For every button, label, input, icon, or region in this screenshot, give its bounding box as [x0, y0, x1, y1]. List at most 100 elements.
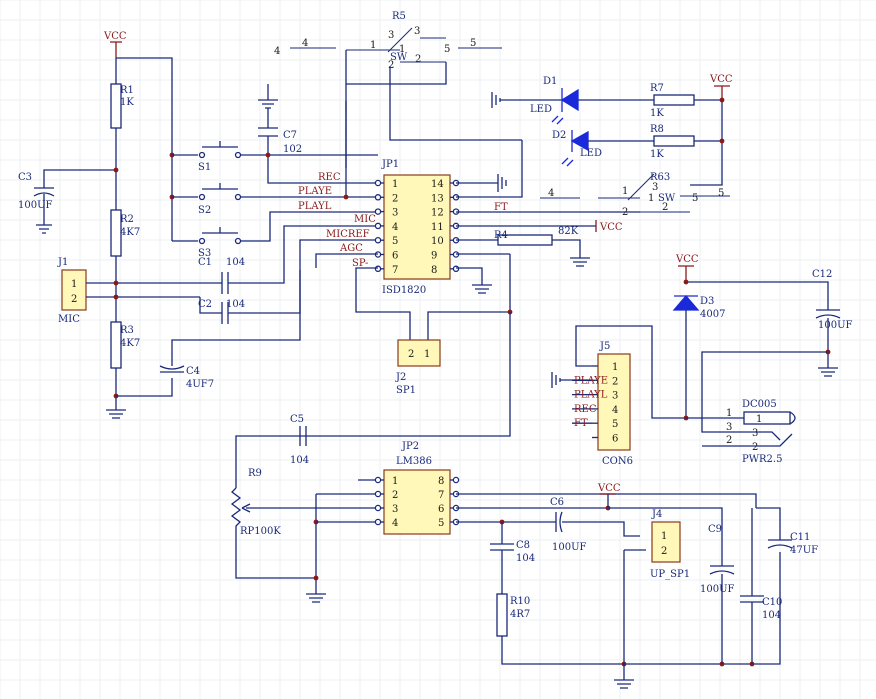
- j1-value: MIC: [58, 314, 80, 325]
- dc-pin-2: 2: [726, 435, 732, 446]
- vcc-label-d3: VCC: [675, 254, 699, 265]
- j5-value: CON6: [602, 456, 633, 467]
- jp1-right-pin: 13: [431, 193, 444, 204]
- c6-designator: C6: [550, 497, 564, 508]
- jp1-right-pin: 10: [431, 236, 444, 247]
- dc-pin-2b: 2: [752, 442, 758, 453]
- r5-pin-5b: 5: [470, 38, 476, 49]
- jp2-left-pin: 2: [392, 490, 398, 501]
- vcc-label-jp1: VCC: [599, 222, 623, 233]
- jp2-value: LM386: [396, 456, 432, 467]
- r5-pin-2b: 2: [415, 54, 421, 65]
- c6-value: 100UF: [552, 542, 587, 553]
- r6-pin-2: 2: [622, 207, 628, 218]
- r5-left-num: 4: [274, 46, 280, 57]
- j4-pin-2: 2: [661, 546, 667, 557]
- d1-light-arrows: [551, 115, 564, 125]
- jp2-designator: JP2: [401, 441, 419, 452]
- jp1-left-pin: 7: [392, 265, 398, 276]
- r8-value: 1K: [650, 149, 664, 160]
- s2-label: S2: [198, 205, 211, 216]
- selector-switch-r5: R5 4 4 1 3 3 1 2 2 5 5 SW: [274, 11, 522, 200]
- net-playe: PLAYE: [298, 186, 332, 197]
- c10-value: 104: [762, 610, 781, 621]
- c5-value: 104: [290, 455, 309, 466]
- c11-designator: C11: [790, 532, 810, 543]
- c2-designator: C2: [198, 299, 212, 310]
- s3-label: S3: [198, 248, 211, 259]
- power-input-section: VCC D3 4007 C12 100UF J5 CON6 123456PLAY…: [551, 254, 853, 467]
- r8-designator: R8: [650, 124, 664, 135]
- dc-pin-3b: 3: [752, 428, 758, 439]
- vcc-symbol: [110, 41, 122, 58]
- jp1-body: [383, 174, 451, 280]
- d2-light-arrows: [561, 157, 574, 167]
- c8-value: 104: [516, 553, 535, 564]
- d3-designator: D3: [700, 296, 714, 307]
- jp1-right-pin: 8: [431, 265, 437, 276]
- d2-designator: D2: [552, 130, 566, 141]
- jp2-right-pin: 5: [438, 518, 444, 529]
- j4-designator: J4: [651, 509, 662, 520]
- jp1-left-pin: 3: [392, 208, 398, 219]
- r6-pin-1: 1: [622, 186, 628, 197]
- r3-value: 4K7: [120, 338, 140, 349]
- r4-value: 82K: [558, 226, 579, 237]
- resistor-r8: [653, 135, 695, 147]
- jp2-body: [383, 469, 451, 535]
- r5-pin-5: 5: [444, 44, 450, 55]
- r6-pin-5: 5: [692, 193, 698, 204]
- c5-designator: C5: [290, 414, 304, 425]
- c3-designator: C3: [18, 172, 32, 183]
- d1-designator: D1: [543, 76, 557, 87]
- speaker-connector-j4: [651, 521, 681, 563]
- j2-pin-1: 1: [424, 349, 430, 360]
- j4-value: UP_SP1: [650, 569, 690, 580]
- j5-pin: 5: [612, 419, 618, 430]
- jp1-left-pin: 1: [392, 179, 398, 190]
- j5-pin: 1: [612, 362, 618, 373]
- r6-pin-4: 4: [548, 188, 554, 199]
- j5-pin: 6: [612, 434, 618, 445]
- r5-pin-1b: 1: [399, 44, 405, 55]
- c8-designator: C8: [516, 540, 530, 551]
- j1-pin-1: 1: [71, 279, 77, 290]
- jp1-designator: JP1: [381, 159, 399, 170]
- c9-designator: C9: [708, 524, 722, 535]
- r5-pin-4: 4: [302, 38, 308, 49]
- connector-j1: [61, 269, 87, 311]
- jp1-right-pin: 12: [431, 208, 444, 219]
- j2-pin-2: 2: [408, 349, 414, 360]
- j5-net-label: FT: [574, 418, 588, 429]
- c7-designator: C7: [283, 130, 297, 141]
- j1-pin-2: 2: [71, 294, 77, 305]
- j2-value: SP1: [396, 385, 416, 396]
- r2-designator: R2: [120, 214, 134, 225]
- r6-pin-2b: 2: [662, 202, 668, 213]
- r6-sw-label: SW: [658, 193, 676, 204]
- jp2-left-pin: 3: [392, 504, 398, 515]
- push-buttons: S1 S2 S3 C7 102: [169, 84, 378, 259]
- jp1-left-pin: 6: [392, 251, 398, 262]
- c11-value: 47UF: [790, 545, 818, 556]
- j5-pin: 2: [612, 376, 618, 387]
- j5-net-label: REC: [574, 404, 597, 415]
- speaker-connector-j2: [397, 339, 441, 367]
- r5-pin-3b: 3: [414, 26, 420, 37]
- c2-value: 104: [226, 299, 245, 310]
- c9-value: 100UF: [700, 584, 735, 595]
- r5-sw-label: SW: [390, 52, 408, 63]
- r3-designator: R3: [120, 325, 134, 336]
- j5-pin: 3: [612, 391, 618, 402]
- jp1-right-pin: 11: [431, 222, 444, 233]
- resistor-r10: [496, 593, 508, 637]
- r10-designator: R10: [510, 596, 530, 607]
- r6-designator: R63: [650, 172, 670, 183]
- d3-value: 4007: [700, 309, 725, 320]
- r7-designator: R7: [650, 83, 664, 94]
- j5-net-label: PLAYL: [574, 390, 608, 401]
- net-mic: MIC: [354, 214, 376, 225]
- j5-pin: 4: [612, 405, 618, 416]
- dc-pin-1b: 1: [756, 414, 762, 425]
